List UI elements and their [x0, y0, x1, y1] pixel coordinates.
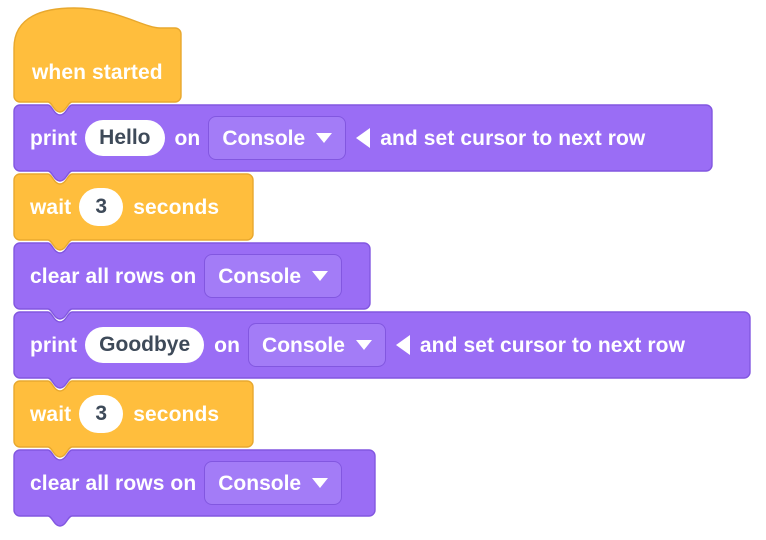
- set-cursor-next-row-label: and set cursor to next row: [419, 333, 686, 357]
- wait-label: wait: [30, 402, 72, 426]
- block-clear-rows-a[interactable]: clear all rows on Console: [14, 248, 370, 304]
- print-label: print: [30, 333, 78, 357]
- console-dropdown-value: Console: [218, 471, 302, 495]
- block-when-started[interactable]: when started: [14, 44, 181, 100]
- chevron-down-icon: [316, 133, 333, 143]
- clear-all-rows-on-label: clear all rows on: [30, 471, 197, 495]
- block-print-hello[interactable]: print Hello on Console and set cursor to…: [14, 110, 712, 166]
- block-wait-b[interactable]: wait 3 seconds: [14, 386, 253, 442]
- console-dropdown-goodbye[interactable]: Console: [248, 323, 386, 367]
- seconds-label: seconds: [133, 195, 220, 219]
- console-dropdown-hello[interactable]: Console: [208, 116, 347, 160]
- on-label: on: [174, 126, 201, 150]
- console-dropdown-clear-a[interactable]: Console: [204, 254, 343, 298]
- chevron-down-icon: [355, 340, 372, 350]
- console-dropdown-clear-b[interactable]: Console: [204, 461, 343, 505]
- caret-left-icon: [395, 335, 410, 355]
- wait-label: wait: [30, 195, 72, 219]
- set-cursor-next-row-label: and set cursor to next row: [380, 126, 646, 150]
- wait-seconds-input-b[interactable]: 3: [79, 395, 124, 433]
- block-wait-a[interactable]: wait 3 seconds: [14, 179, 253, 235]
- wait-seconds-input-a[interactable]: 3: [79, 188, 124, 226]
- print-label: print: [30, 126, 78, 150]
- chevron-down-icon: [312, 478, 329, 488]
- stack-block-shape-wait-a[interactable]: [13, 173, 254, 251]
- print-value-input-goodbye[interactable]: Goodbye: [85, 327, 205, 363]
- on-label: on: [214, 333, 241, 357]
- print-value-input-hello[interactable]: Hello: [85, 120, 165, 156]
- hat-block-shape-when-started[interactable]: [13, 7, 182, 113]
- seconds-label: seconds: [133, 402, 220, 426]
- block-clear-rows-b[interactable]: clear all rows on Console: [14, 455, 375, 511]
- caret-left-icon: [356, 128, 371, 148]
- console-dropdown-value: Console: [218, 264, 302, 288]
- block-print-goodbye[interactable]: print Goodbye on Console and set cursor …: [14, 317, 750, 373]
- clear-all-rows-on-label: clear all rows on: [30, 264, 197, 288]
- chevron-down-icon: [312, 271, 329, 281]
- stack-block-shape-wait-b[interactable]: [13, 380, 254, 458]
- when-started-label: when started: [32, 60, 163, 84]
- console-dropdown-value: Console: [262, 333, 345, 357]
- console-dropdown-value: Console: [222, 126, 306, 150]
